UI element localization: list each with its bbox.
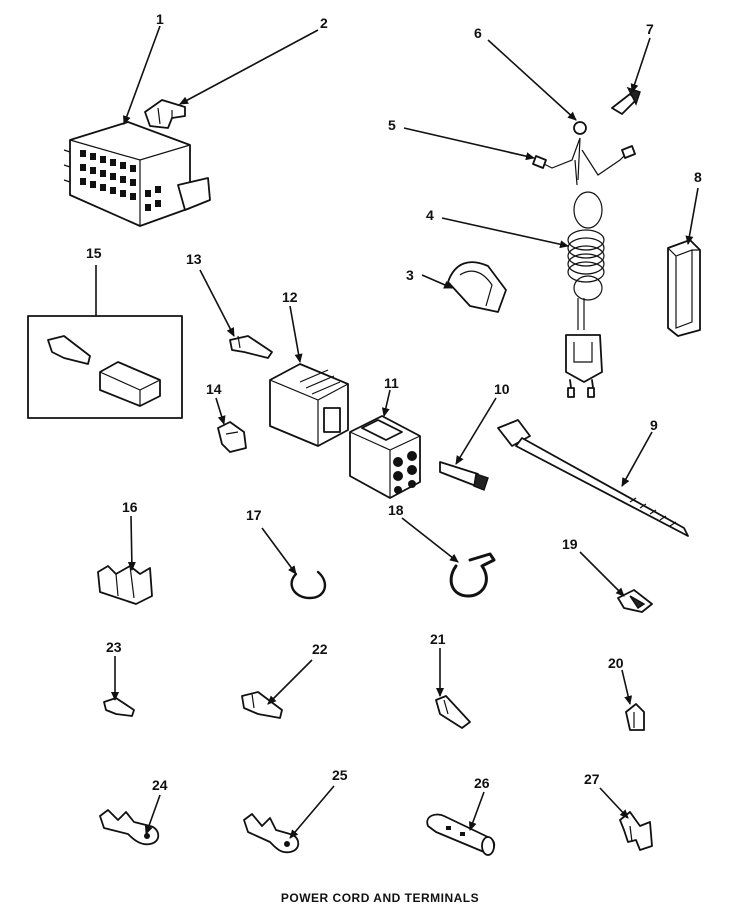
part-17-ring-clip (290, 570, 327, 600)
callout-1: 1 (156, 11, 164, 27)
part-12-housing (269, 363, 349, 447)
part-2-clip (144, 99, 186, 129)
callout-13: 13 (186, 251, 202, 267)
leader-lines (111, 25, 699, 839)
part-4-power-cord (532, 121, 636, 398)
callout-21: 21 (430, 631, 446, 647)
callout-14: 14 (206, 381, 222, 397)
part-8-bracket (667, 239, 701, 337)
part-26-sleeve (426, 813, 496, 856)
callout-2: 2 (320, 15, 328, 31)
part-23-terminal (103, 697, 135, 717)
part-11-connector (349, 415, 421, 499)
callout-11: 11 (384, 375, 399, 391)
callout-19: 19 (562, 536, 578, 552)
callout-20: 20 (608, 655, 624, 671)
callout-27: 27 (584, 771, 600, 787)
callout-16: 16 (122, 499, 138, 515)
callout-15: 15 (86, 245, 102, 261)
callout-25: 25 (332, 767, 348, 783)
callout-5: 5 (388, 117, 396, 133)
callout-3: 3 (406, 267, 414, 283)
part-16-bracket (97, 565, 153, 605)
callout-8: 8 (694, 169, 702, 185)
part-24-ring-terminal (99, 809, 160, 846)
part-15-kit (27, 265, 183, 419)
callout-17: 17 (246, 507, 262, 523)
part-21-terminal (435, 695, 471, 729)
callout-23: 23 (106, 639, 122, 655)
callout-18: 18 (388, 502, 404, 518)
part-7-screw (611, 86, 641, 115)
part-1-terminal-block (63, 121, 211, 227)
callout-4: 4 (426, 207, 434, 223)
part-22-terminal (241, 691, 283, 719)
part-18-clamp (449, 552, 496, 598)
callout-22: 22 (312, 641, 328, 657)
callout-26: 26 (474, 775, 490, 791)
callout-10: 10 (494, 381, 510, 397)
callout-12: 12 (282, 289, 298, 305)
part-3-strain-relief (447, 261, 507, 313)
callout-24: 24 (152, 777, 168, 793)
callout-9: 9 (650, 417, 658, 433)
callout-7: 7 (646, 21, 654, 37)
part-19-terminal (617, 589, 653, 613)
part-14-clip (217, 421, 247, 453)
callout-numbers: 1 2 3 4 5 6 7 8 9 10 11 12 13 14 15 16 1… (86, 11, 702, 793)
part-27-terminal (619, 811, 653, 851)
part-13-terminal (229, 335, 273, 359)
callout-6: 6 (474, 25, 482, 41)
part-9-cable-tie (497, 419, 689, 537)
part-25-ring-terminal (243, 813, 300, 854)
part-20-terminal (625, 703, 645, 731)
diagram-title: POWER CORD AND TERMINALS (281, 891, 479, 905)
part-10-screw (439, 461, 489, 491)
